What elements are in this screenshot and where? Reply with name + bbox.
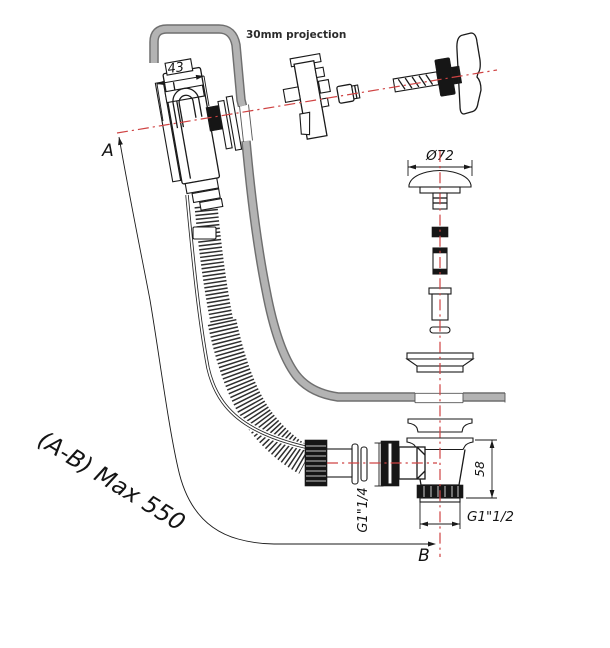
dimension-43: 43 xyxy=(156,60,210,122)
dimension-g1-1-4: G1"1/4 xyxy=(356,442,384,533)
dimension-a-b xyxy=(118,136,436,547)
dimension-58: 58 xyxy=(466,439,497,499)
flexible-hose xyxy=(194,204,314,474)
waste-assembly xyxy=(304,169,475,503)
waste-rubber-gasket xyxy=(407,418,473,433)
overflow-assembly xyxy=(154,32,482,211)
hose-stripes-lower xyxy=(207,318,314,474)
overflow-screw xyxy=(392,57,463,97)
point-b-label: B xyxy=(418,546,430,566)
outlet-thread-label: G1"1/2 xyxy=(467,509,514,525)
waste-plug-dome xyxy=(408,169,472,210)
ab-max-label: (A-B) Max 550 xyxy=(33,425,190,536)
overflow-retaining-nut xyxy=(336,83,361,104)
hose-clip xyxy=(192,226,217,240)
overflow-cover-plate xyxy=(456,32,482,115)
waste-body xyxy=(398,437,474,503)
hose-stripes-upper xyxy=(194,204,234,325)
cable-bracket-washers xyxy=(351,443,368,485)
dim-43-label: 43 xyxy=(167,60,185,77)
overflow-elbow xyxy=(154,58,224,211)
overflow-gasket-plates xyxy=(217,95,243,151)
plug-nut xyxy=(431,226,449,238)
dim-58-label: 58 xyxy=(472,461,487,477)
overflow-axis-centerline xyxy=(116,69,498,134)
hose-end-nut xyxy=(304,439,328,487)
point-a-label: A xyxy=(101,141,114,161)
centerlines xyxy=(116,69,498,557)
bath-wall-lower xyxy=(241,140,415,402)
overflow-cable xyxy=(183,194,353,460)
dimension-g1-1-2: G1"1/2 xyxy=(419,501,514,529)
overflow-hole-edge xyxy=(239,105,244,143)
bath-profile xyxy=(149,24,506,404)
inlet-thread-label: G1"1/4 xyxy=(356,487,371,532)
projection-label: 30mm projection xyxy=(246,29,346,41)
overflow-front-housing xyxy=(282,53,331,140)
